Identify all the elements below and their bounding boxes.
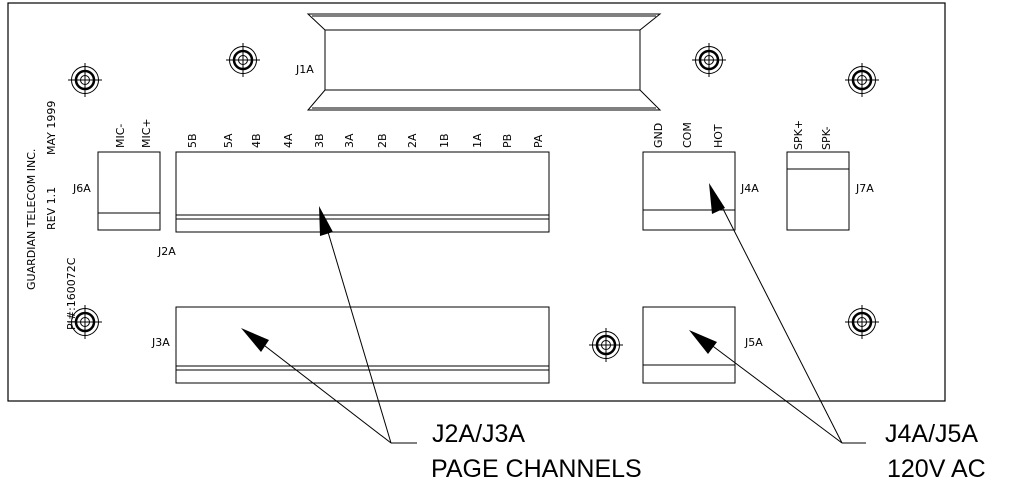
- screw-icon: [587, 326, 625, 364]
- arrowhead-icon: [319, 206, 333, 236]
- j6a-label: J6A: [72, 182, 91, 195]
- page-callout-subtitle: PAGE CHANNELS: [431, 455, 642, 483]
- arrowhead-icon: [241, 328, 269, 352]
- connector-j2a: [175, 151, 550, 233]
- j2a-label: J2A: [157, 245, 176, 258]
- screw-icon: [690, 41, 728, 79]
- pin-label: 3A: [343, 133, 356, 148]
- pin-label: 1A: [471, 133, 484, 148]
- pin-label: SPK+: [792, 120, 805, 150]
- pin-label: COM: [681, 122, 694, 148]
- screw-icon: [66, 61, 104, 99]
- board-info-text: GUARDIAN TELECOM INC. REV 1.1 MAY 1999 P…: [25, 101, 78, 330]
- company-name: GUARDIAN TELECOM INC.: [25, 149, 38, 290]
- pin-label: 5B: [186, 133, 199, 148]
- pin-label: 2B: [376, 133, 389, 148]
- page-callout-title: J2A/J3A: [432, 420, 525, 448]
- j3a-label: J3A: [151, 336, 170, 349]
- connector-j7a: [786, 151, 850, 231]
- pin-label: 3B: [313, 133, 326, 148]
- speaker-pin-labels: SPK+ SPK-: [792, 120, 833, 150]
- pin-label: HOT: [712, 124, 725, 148]
- pin-label: MIC+: [140, 118, 153, 148]
- pin-label: 4A: [282, 133, 295, 148]
- pin-label: 5A: [222, 133, 235, 148]
- pin-label: PA: [532, 134, 545, 148]
- pin-label: GND: [652, 123, 665, 148]
- date-text: MAY 1999: [45, 101, 58, 155]
- board-outline: [7, 2, 946, 402]
- connector-j1a: [306, 13, 662, 111]
- leader-lines: [241, 183, 866, 444]
- pin-label: 4B: [250, 133, 263, 148]
- connector-j3a: [175, 306, 550, 384]
- screw-icon: [843, 303, 881, 341]
- screw-icon: [843, 61, 881, 99]
- j1a-label: J1A: [295, 63, 314, 76]
- power-callout-title: J4A/J5A: [885, 420, 978, 448]
- screw-icon: [224, 41, 262, 79]
- arrowhead-icon: [709, 183, 725, 214]
- j5a-label: J5A: [744, 336, 763, 349]
- part-number: PJ#:160072C: [65, 257, 78, 330]
- pin-label: SPK-: [820, 126, 833, 150]
- pin-label: 1B: [438, 133, 451, 148]
- power-callout-subtitle: 120V AC: [887, 455, 986, 483]
- revision-text: REV 1.1: [45, 187, 58, 230]
- j4a-label: J4A: [740, 182, 759, 195]
- connector-j5a: [642, 306, 736, 384]
- pin-label: MIC-: [114, 124, 127, 148]
- page-pin-labels: 5B 5A 4B 4A 3B 3A 2B 2A 1B 1A PB PA: [186, 133, 545, 148]
- pin-label: 2A: [406, 133, 419, 148]
- pin-label: PB: [501, 134, 514, 148]
- connector-j6a: [97, 151, 161, 231]
- connector-j4a: [642, 151, 736, 231]
- arrowhead-icon: [689, 330, 717, 354]
- power-pin-labels: GND COM HOT: [652, 122, 725, 148]
- mic-pin-labels: MIC- MIC+: [114, 118, 153, 148]
- j7a-label: J7A: [855, 182, 874, 195]
